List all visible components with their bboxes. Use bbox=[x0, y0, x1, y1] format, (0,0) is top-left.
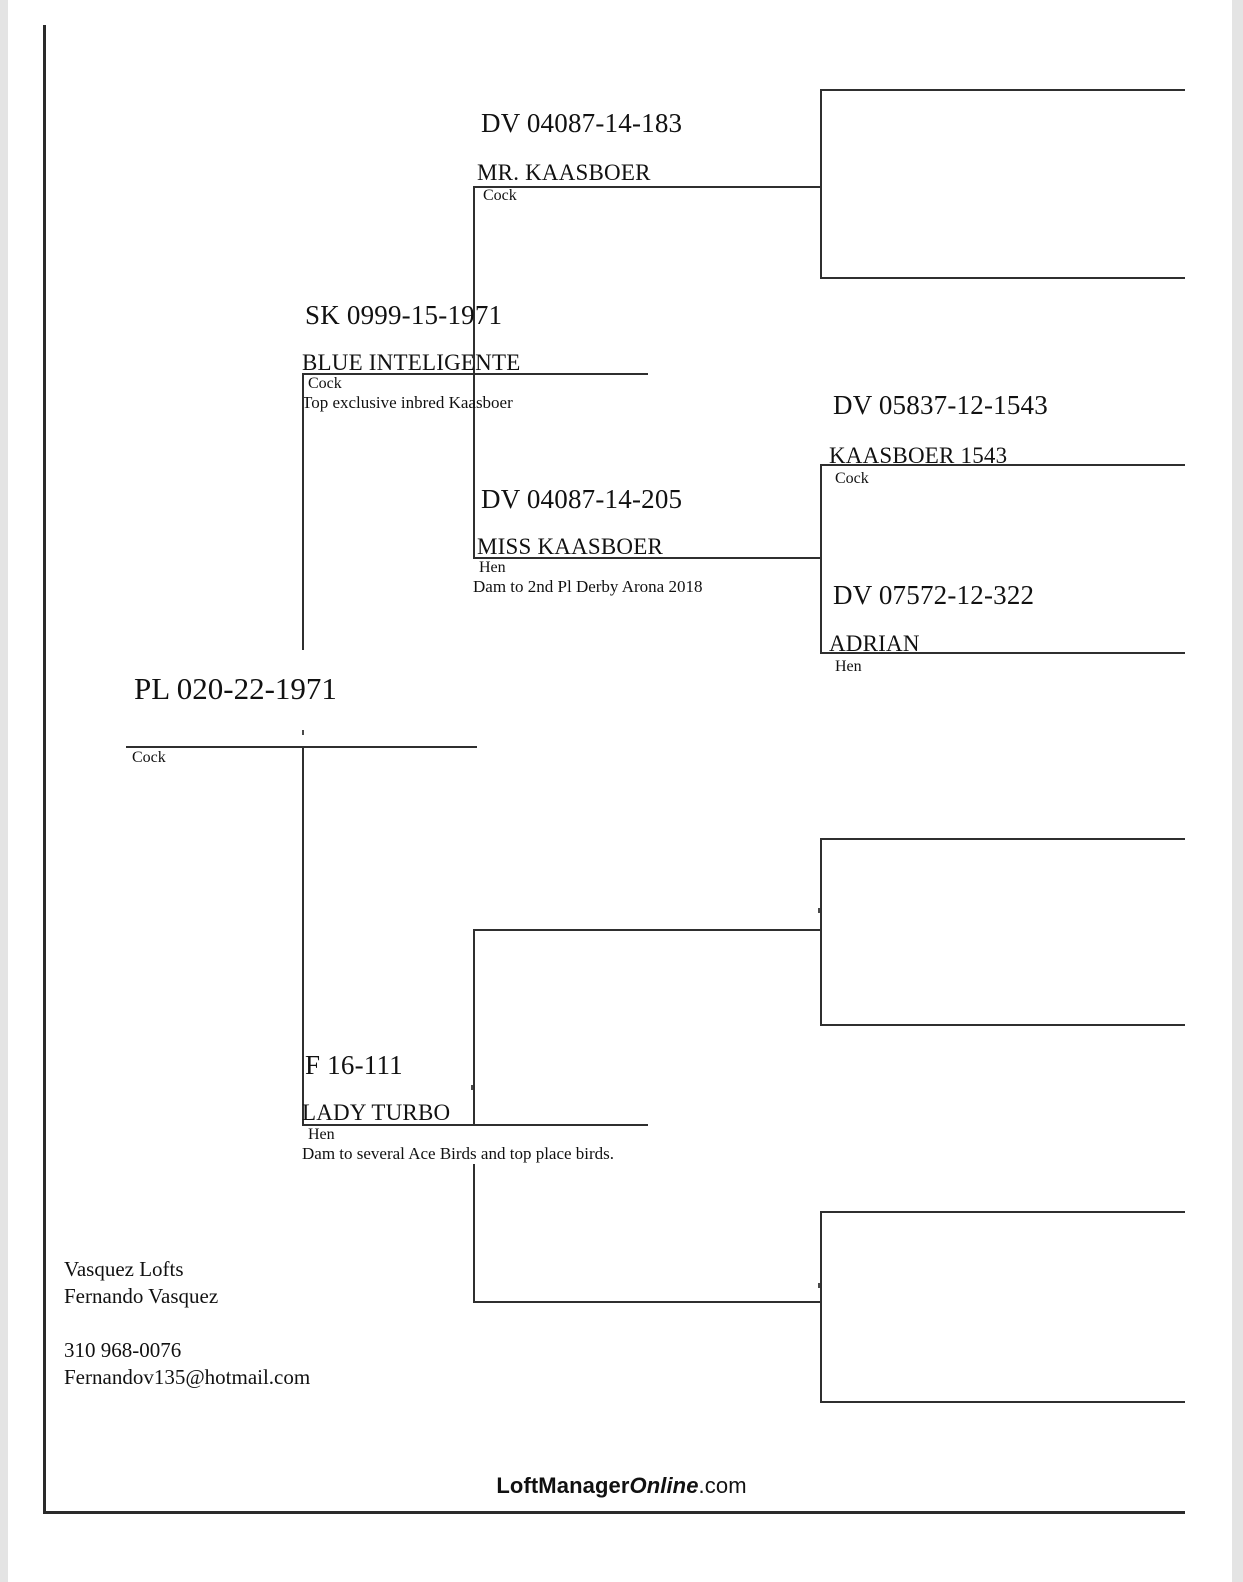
page-gutter-right bbox=[1232, 0, 1243, 1582]
bird-sex: Cock bbox=[132, 749, 166, 766]
bird-sire-sire: DV 04087-14-183 bbox=[481, 108, 682, 138]
tick-subject-upper bbox=[302, 730, 304, 735]
ring-number: PL 020-22-1971 bbox=[134, 671, 337, 706]
bird-sex: Hen bbox=[479, 559, 506, 576]
spine-subject-sire bbox=[302, 373, 304, 650]
spine-subject-dam bbox=[302, 746, 304, 1125]
spine-sire-children bbox=[473, 186, 475, 558]
bird-dam-meta-block: Hen Dam to several Ace Birds and top pla… bbox=[302, 1125, 614, 1164]
bird-subject-meta-block: Cock bbox=[126, 748, 166, 767]
spine-dam-dam-lower bbox=[820, 1283, 822, 1403]
bird-sex: Cock bbox=[308, 375, 342, 392]
loft-name: Vasquez Lofts bbox=[64, 1257, 184, 1281]
rule-sire-dam-sire bbox=[820, 464, 1185, 466]
rule-sire-dam bbox=[473, 557, 822, 559]
bird-sire-meta-block: Cock Top exclusive inbred Kaasboer bbox=[302, 374, 513, 413]
spine-sire-sire-upper bbox=[820, 89, 822, 197]
contact-block: Vasquez Lofts Fernando Vasquez 310 968-0… bbox=[64, 1256, 310, 1391]
contact-spacer bbox=[64, 1310, 310, 1337]
ring-number: DV 04087-14-205 bbox=[481, 484, 683, 514]
rule-sire-sire-dam bbox=[820, 277, 1185, 279]
bird-name: BLUE INTELIGENTE bbox=[302, 350, 521, 375]
ring-number: DV 04087-14-183 bbox=[481, 108, 683, 138]
page-border-bottom bbox=[43, 1511, 1185, 1514]
brand-part-loftmanager: LoftManager bbox=[496, 1473, 630, 1498]
ring-number: SK 0999-15-1971 bbox=[305, 300, 503, 330]
spine-sire-dam-upper bbox=[820, 464, 822, 544]
bird-sire-dam-dam-name-block: ADRIAN Hen bbox=[829, 631, 920, 676]
bird-sire-sire-name-block: MR. KAASBOER Cock bbox=[477, 160, 651, 205]
rule-sire bbox=[302, 373, 648, 375]
ring-number: F 16-111 bbox=[305, 1050, 403, 1080]
rule-dam-dam-dam bbox=[820, 1401, 1185, 1403]
bird-name: KAASBOER 1543 bbox=[829, 443, 1008, 468]
email-address: Fernandov135@hotmail.com bbox=[64, 1365, 311, 1389]
bird-sire-dam-meta-block: Hen Dam to 2nd Pl Derby Arona 2018 bbox=[473, 558, 702, 597]
bird-sex: Hen bbox=[308, 1126, 335, 1143]
spine-dam-dam bbox=[473, 1164, 475, 1303]
ring-number: DV 07572-12-322 bbox=[833, 580, 1035, 610]
bird-name: ADRIAN bbox=[829, 631, 920, 656]
rule-dam-sire bbox=[473, 929, 822, 931]
bird-name: MR. KAASBOER bbox=[477, 160, 651, 185]
page-border-left bbox=[43, 25, 46, 1514]
footer-brand[interactable]: LoftManagerOnline.com bbox=[0, 1473, 1243, 1499]
tick-dam-sire bbox=[818, 908, 820, 913]
rule-sire-sire-sire bbox=[820, 89, 1185, 91]
bird-note: Dam to 2nd Pl Derby Arona 2018 bbox=[473, 577, 703, 596]
ring-number: DV 05837-12-1543 bbox=[833, 390, 1048, 420]
bird-subject: PL 020-22-1971 bbox=[134, 672, 337, 706]
rule-dam-sire-sire bbox=[820, 838, 1185, 840]
bird-sire-dam-name-block: MISS KAASBOER bbox=[477, 534, 663, 560]
bird-sire-dam-dam: DV 07572-12-322 bbox=[833, 580, 1034, 610]
bird-note: Top exclusive inbred Kaasboer bbox=[302, 393, 513, 412]
bird-sire-dam-sire-name-block: KAASBOER 1543 Cock bbox=[829, 443, 1007, 488]
rule-subject bbox=[126, 746, 477, 748]
bird-sire: SK 0999-15-1971 bbox=[305, 300, 502, 330]
owner-name: Fernando Vasquez bbox=[64, 1284, 219, 1308]
bird-sire-name-block: BLUE INTELIGENTE bbox=[302, 350, 520, 376]
spine-sire-sire-lower bbox=[820, 160, 822, 278]
spine-dam-sire-upper bbox=[820, 838, 822, 946]
rule-dam-dam bbox=[473, 1301, 822, 1303]
page-gutter-left bbox=[0, 0, 8, 1582]
bird-name: MISS KAASBOER bbox=[477, 534, 664, 559]
brand-part-online: Online bbox=[629, 1473, 699, 1498]
spine-dam-dam-upper bbox=[820, 1211, 822, 1319]
page-sheet bbox=[8, 0, 1232, 1582]
rule-dam-dam-sire bbox=[820, 1211, 1185, 1213]
bird-sex: Cock bbox=[483, 187, 517, 204]
bird-sire-dam: DV 04087-14-205 bbox=[481, 484, 682, 514]
rule-dam bbox=[302, 1124, 648, 1126]
tick-dam-upper bbox=[471, 1085, 473, 1090]
bird-sire-dam-sire: DV 05837-12-1543 bbox=[833, 390, 1048, 420]
bird-sex: Hen bbox=[835, 658, 862, 675]
bird-sex: Cock bbox=[835, 470, 869, 487]
phone-number: 310 968-0076 bbox=[64, 1338, 182, 1362]
bird-dam-name-block: LADY TURBO bbox=[302, 1100, 450, 1126]
bird-dam: F 16-111 bbox=[305, 1050, 403, 1080]
brand-part-tld: .com bbox=[698, 1473, 747, 1498]
rule-dam-sire-dam bbox=[820, 1024, 1185, 1026]
rule-sire-dam-dam bbox=[820, 652, 1185, 654]
spine-dam-children bbox=[473, 929, 475, 1125]
spine-dam-sire-lower bbox=[820, 908, 822, 1026]
rule-sire-sire bbox=[473, 186, 822, 188]
tick-dam-dam bbox=[818, 1283, 820, 1288]
bird-note: Dam to several Ace Birds and top place b… bbox=[302, 1144, 615, 1163]
spine-sire-dam-lower bbox=[820, 536, 822, 652]
bird-name: LADY TURBO bbox=[302, 1100, 451, 1125]
